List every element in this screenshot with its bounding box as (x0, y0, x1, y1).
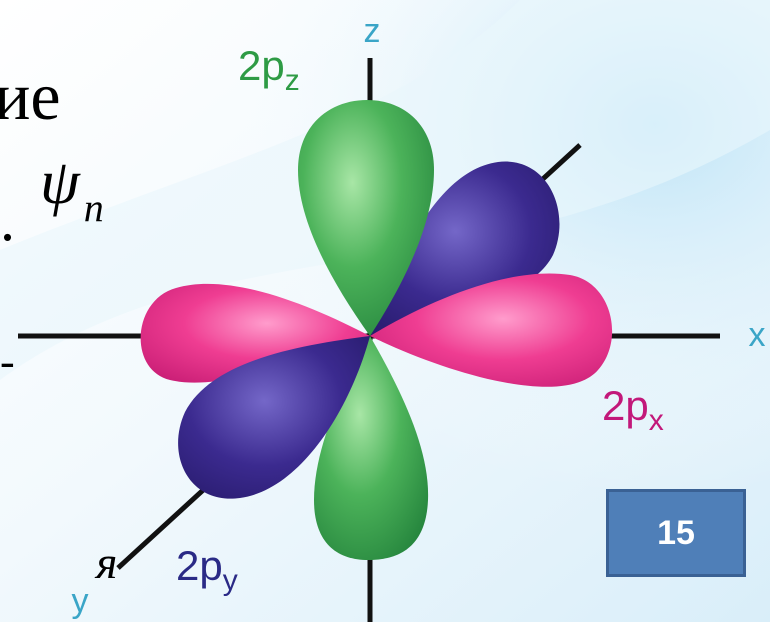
orbital-2pz-lobe-top (298, 100, 434, 336)
orbital-2py-lobe-back (370, 161, 560, 336)
axis-x-label: x (749, 316, 766, 354)
text-fragment-dot: . (0, 187, 15, 253)
orbital-2px-label: 2px (602, 382, 664, 437)
psi-letter: ψ (40, 146, 80, 217)
orbital-2py-label: 2py (176, 542, 238, 597)
orbital-2pz-label: 2pz (238, 42, 300, 97)
orbital-2px-lobe-left (140, 283, 370, 383)
axis-z-label: z (364, 12, 381, 50)
text-fragment-bottom: я (96, 537, 118, 588)
slide-number-badge[interactable]: 15 (606, 489, 746, 577)
text-fragment-dash: - (0, 337, 15, 386)
psi-subscript: n (83, 185, 104, 230)
orbital-2py-lobe-front (178, 336, 370, 499)
axis-y-label: y (72, 582, 89, 620)
text-fragment-top: ие (0, 58, 61, 134)
slide-number-text: 15 (657, 513, 695, 552)
orbital-2px-lobe-right (370, 273, 613, 387)
